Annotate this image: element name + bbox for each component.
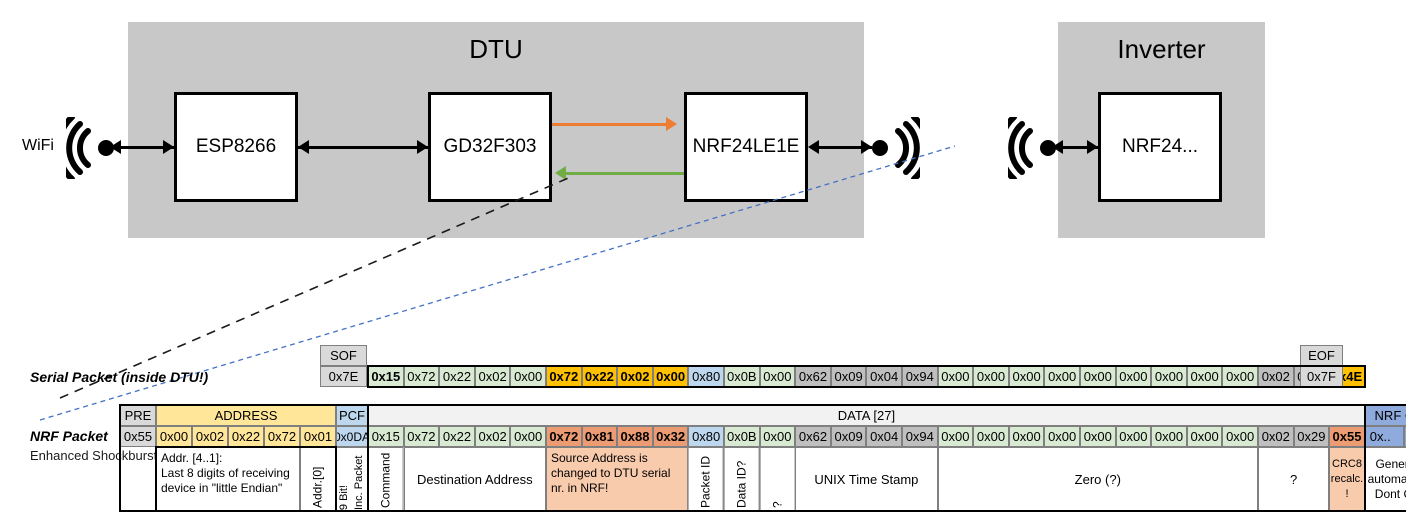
chip-nrf24le1e: NRF24LE1E (684, 92, 808, 202)
enhanced-shockburst-label: Enhanced Shockburst (30, 448, 158, 463)
chip-esp8266-label: ESP8266 (195, 136, 277, 157)
nrf-byte-17: 0x00 (973, 426, 1009, 447)
nrf-byte-21: 0x00 (1115, 426, 1152, 447)
nrf-byte-2: 0x22 (439, 426, 475, 447)
nrf-byte-15: 0x94 (902, 426, 938, 447)
serial-sof-value: 0x7E (320, 366, 367, 387)
nrf-address-desc-outline (155, 446, 337, 512)
nrf-table-outline (119, 404, 1406, 512)
nrf-byte-23: 0x00 (1186, 426, 1223, 447)
nrf-byte-20: 0x00 (1080, 426, 1116, 447)
dtu-rf-antenna-icon (872, 117, 920, 179)
nrf-crc-byte-0: 0x.. (1364, 426, 1404, 447)
serial-byte-13: 0x09 (830, 366, 867, 387)
nrf-byte-10: 0x0B (724, 426, 760, 447)
nrf-byte-26: 0x29 (1293, 426, 1330, 447)
arrow-esp-gd32-head-left (298, 140, 309, 154)
nrf-byte-11: 0x00 (759, 426, 796, 447)
nrf-byte-19: 0x00 (1044, 426, 1080, 447)
nrf-byte-0: 0x15 (368, 426, 404, 447)
serial-byte-25: 0x02 (1258, 366, 1294, 387)
nrf-address-byte-4: 0x01 (300, 426, 336, 447)
arrow-inverter-antenna-head-left (1052, 140, 1063, 154)
nrf-byte-7: 0x88 (617, 426, 653, 447)
serial-packet-row-label: Serial Packet (inside DTU!) (30, 369, 209, 385)
arrow-wifi-esp-head-left (110, 140, 121, 154)
nrf-crc-header: NRF CRC (1364, 405, 1406, 426)
nrf-pcf-value: 0x0DA (336, 426, 368, 447)
nrf-byte-14: 0x04 (866, 426, 902, 447)
arrow-esp-gd32 (298, 146, 428, 149)
nrf-desc-unknown-long: ? (1258, 447, 1330, 511)
arrow-wifi-esp-head-right (163, 140, 174, 154)
arrow-inverter-antenna-head-right (1087, 140, 1098, 154)
nrf-byte-3: 0x02 (474, 426, 511, 447)
arrow-nrf-antenna-head-left (808, 140, 819, 154)
chip-nrf24-label: NRF24... (1121, 136, 1199, 157)
rx-flow-arrow-head (555, 166, 566, 180)
chip-nrf24le1e-label: NRF24LE1E (692, 136, 800, 157)
nrf-byte-24: 0x00 (1222, 426, 1258, 447)
tx-flow-arrow-head (666, 117, 677, 131)
rx-flow-arrow (566, 172, 684, 175)
nrf-desc-zero: Zero (?) (937, 447, 1258, 511)
arrow-inverter-antenna (1058, 146, 1098, 149)
nrf-byte-27: 0x55 (1329, 426, 1365, 447)
block-diagram: DTU Inverter ESP8266 GD32F303 NRF24LE1E … (22, 22, 1265, 238)
nrf-byte-22: 0x00 (1151, 426, 1187, 447)
nrf-desc-crc8: CRC8 recalc. ! (1329, 447, 1365, 511)
inverter-enclosure: Inverter (1058, 22, 1265, 238)
serial-byte-2: 0x22 (439, 366, 475, 387)
arrow-esp-gd32-head-right (417, 140, 428, 154)
nrf-byte-16: 0x00 (937, 426, 974, 447)
nrf-crc-byte-1: 0x.. (1403, 426, 1406, 447)
inverter-title: Inverter (1117, 34, 1206, 64)
nrf-byte-4: 0x00 (510, 426, 546, 447)
nrf-byte-18: 0x00 (1008, 426, 1045, 447)
nrf-byte-6: 0x81 (581, 426, 618, 447)
nrf-byte-8: 0x32 (652, 426, 689, 447)
nrf-packet-row-label: NRF Packet (30, 428, 108, 444)
chip-esp8266: ESP8266 (174, 92, 298, 202)
serial-byte-10: 0x0B (724, 366, 760, 387)
chip-gd32f303-label: GD32F303 (443, 136, 537, 157)
nrf-byte-25: 0x02 (1258, 426, 1294, 447)
nrf-byte-5: 0x72 (546, 426, 582, 447)
nrf-desc-destination-address: Destination Address (403, 447, 546, 511)
serial-byte-16: 0x00 (937, 366, 974, 387)
nrf-desc-unix-time-stamp: UNIX Time Stamp (795, 447, 938, 511)
dtu-title: DTU (469, 34, 523, 64)
chip-nrf24: NRF24... (1098, 92, 1222, 202)
nrf-byte-1: 0x72 (403, 426, 440, 447)
nrf-pre-value: 0x55 (120, 426, 156, 447)
nrf-byte-12: 0x62 (795, 426, 831, 447)
serial-sof-header: SOF (320, 345, 367, 366)
serial-byte-5: 0x72 (546, 366, 582, 387)
chip-gd32f303: GD32F303 (428, 92, 552, 202)
tx-flow-arrow (552, 123, 670, 126)
serial-byte-0: 0x15 (368, 366, 404, 387)
serial-eof-header: EOF (1300, 345, 1343, 366)
nrf-byte-9: 0x80 (688, 426, 724, 447)
nrf-byte-13: 0x09 (830, 426, 867, 447)
wifi-label: WiFi (22, 137, 54, 154)
nrf-address-byte-3: 0x72 (264, 426, 300, 447)
serial-payload-outline (367, 365, 1366, 388)
nrf-desc-source-address-note: Source Address is changed to DTU serial … (546, 447, 689, 511)
nrf-desc-address-note: Addr. [4..1]:Last 8 digits of receiving … (156, 447, 300, 511)
serial-byte-7: 0x02 (617, 366, 653, 387)
